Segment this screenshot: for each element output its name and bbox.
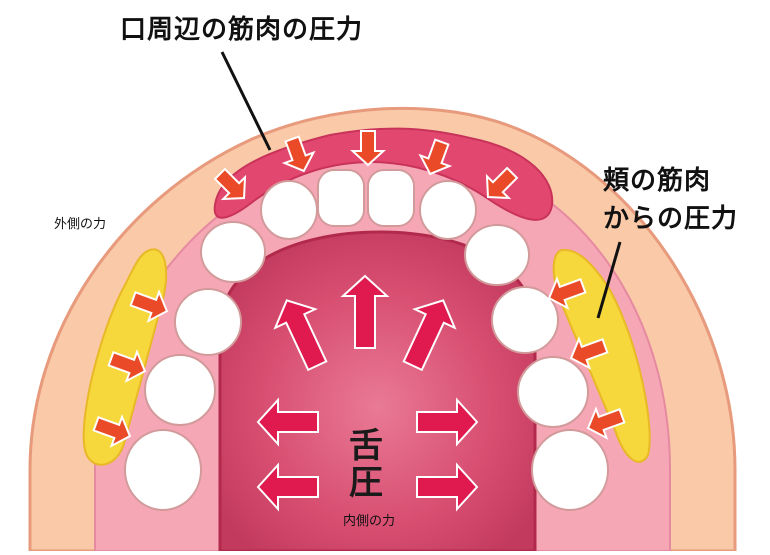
tongue-pressure-arrow: [273, 299, 328, 372]
cheek-pressure-arrow: [92, 414, 132, 448]
lip-pressure-arrow: [350, 130, 386, 167]
cheek-pressure-arrow: [107, 349, 147, 383]
lip-pressure-arrow: [485, 166, 519, 200]
cheek-pressure-label-line1: 頬の筋肉: [603, 166, 712, 196]
lip-pressure-arrow: [281, 135, 316, 173]
cheek-pressure-arrow: [547, 276, 587, 310]
tooth: [260, 180, 318, 240]
tongue-pressure-arrow: [416, 462, 479, 512]
tongue-pressure-arrow: [416, 397, 479, 447]
lip-pressure-arrow: [213, 167, 247, 201]
tongue-pressure-char-2: 圧: [349, 463, 383, 503]
tooth: [174, 288, 242, 356]
cheek-pressure-arrow: [129, 289, 169, 323]
tongue-pressure-arrow: [256, 462, 319, 512]
tongue-pressure-arrow: [256, 397, 319, 447]
tongue-pressure-arrow: [402, 299, 457, 372]
lip-pressure-arrow: [418, 138, 453, 176]
tooth: [367, 169, 415, 227]
tooth: [124, 429, 202, 511]
tooth: [200, 221, 266, 283]
lip-pressure-label: 口周辺の筋肉の圧力: [120, 15, 364, 45]
lip-pointer-line: [220, 51, 272, 151]
inner-force-label: 内側の力: [343, 514, 396, 529]
teeth: [124, 169, 609, 511]
tooth: [517, 356, 589, 428]
outer-force-label: 外側の力: [54, 217, 107, 232]
tooth: [317, 169, 365, 227]
tooth: [419, 180, 477, 240]
tooth: [491, 286, 559, 354]
cheek-pressure-label-line2: からの圧力: [603, 204, 739, 234]
tooth: [464, 224, 530, 286]
tongue-pressure-arrow: [340, 274, 390, 349]
cheek-pressure-arrow: [586, 406, 626, 440]
tongue-pressure-char-1: 舌: [349, 426, 383, 466]
tooth: [531, 429, 609, 511]
tooth: [144, 354, 216, 426]
cheek-pressure-arrow: [569, 336, 609, 370]
cheek-pointer-line: [596, 241, 622, 319]
